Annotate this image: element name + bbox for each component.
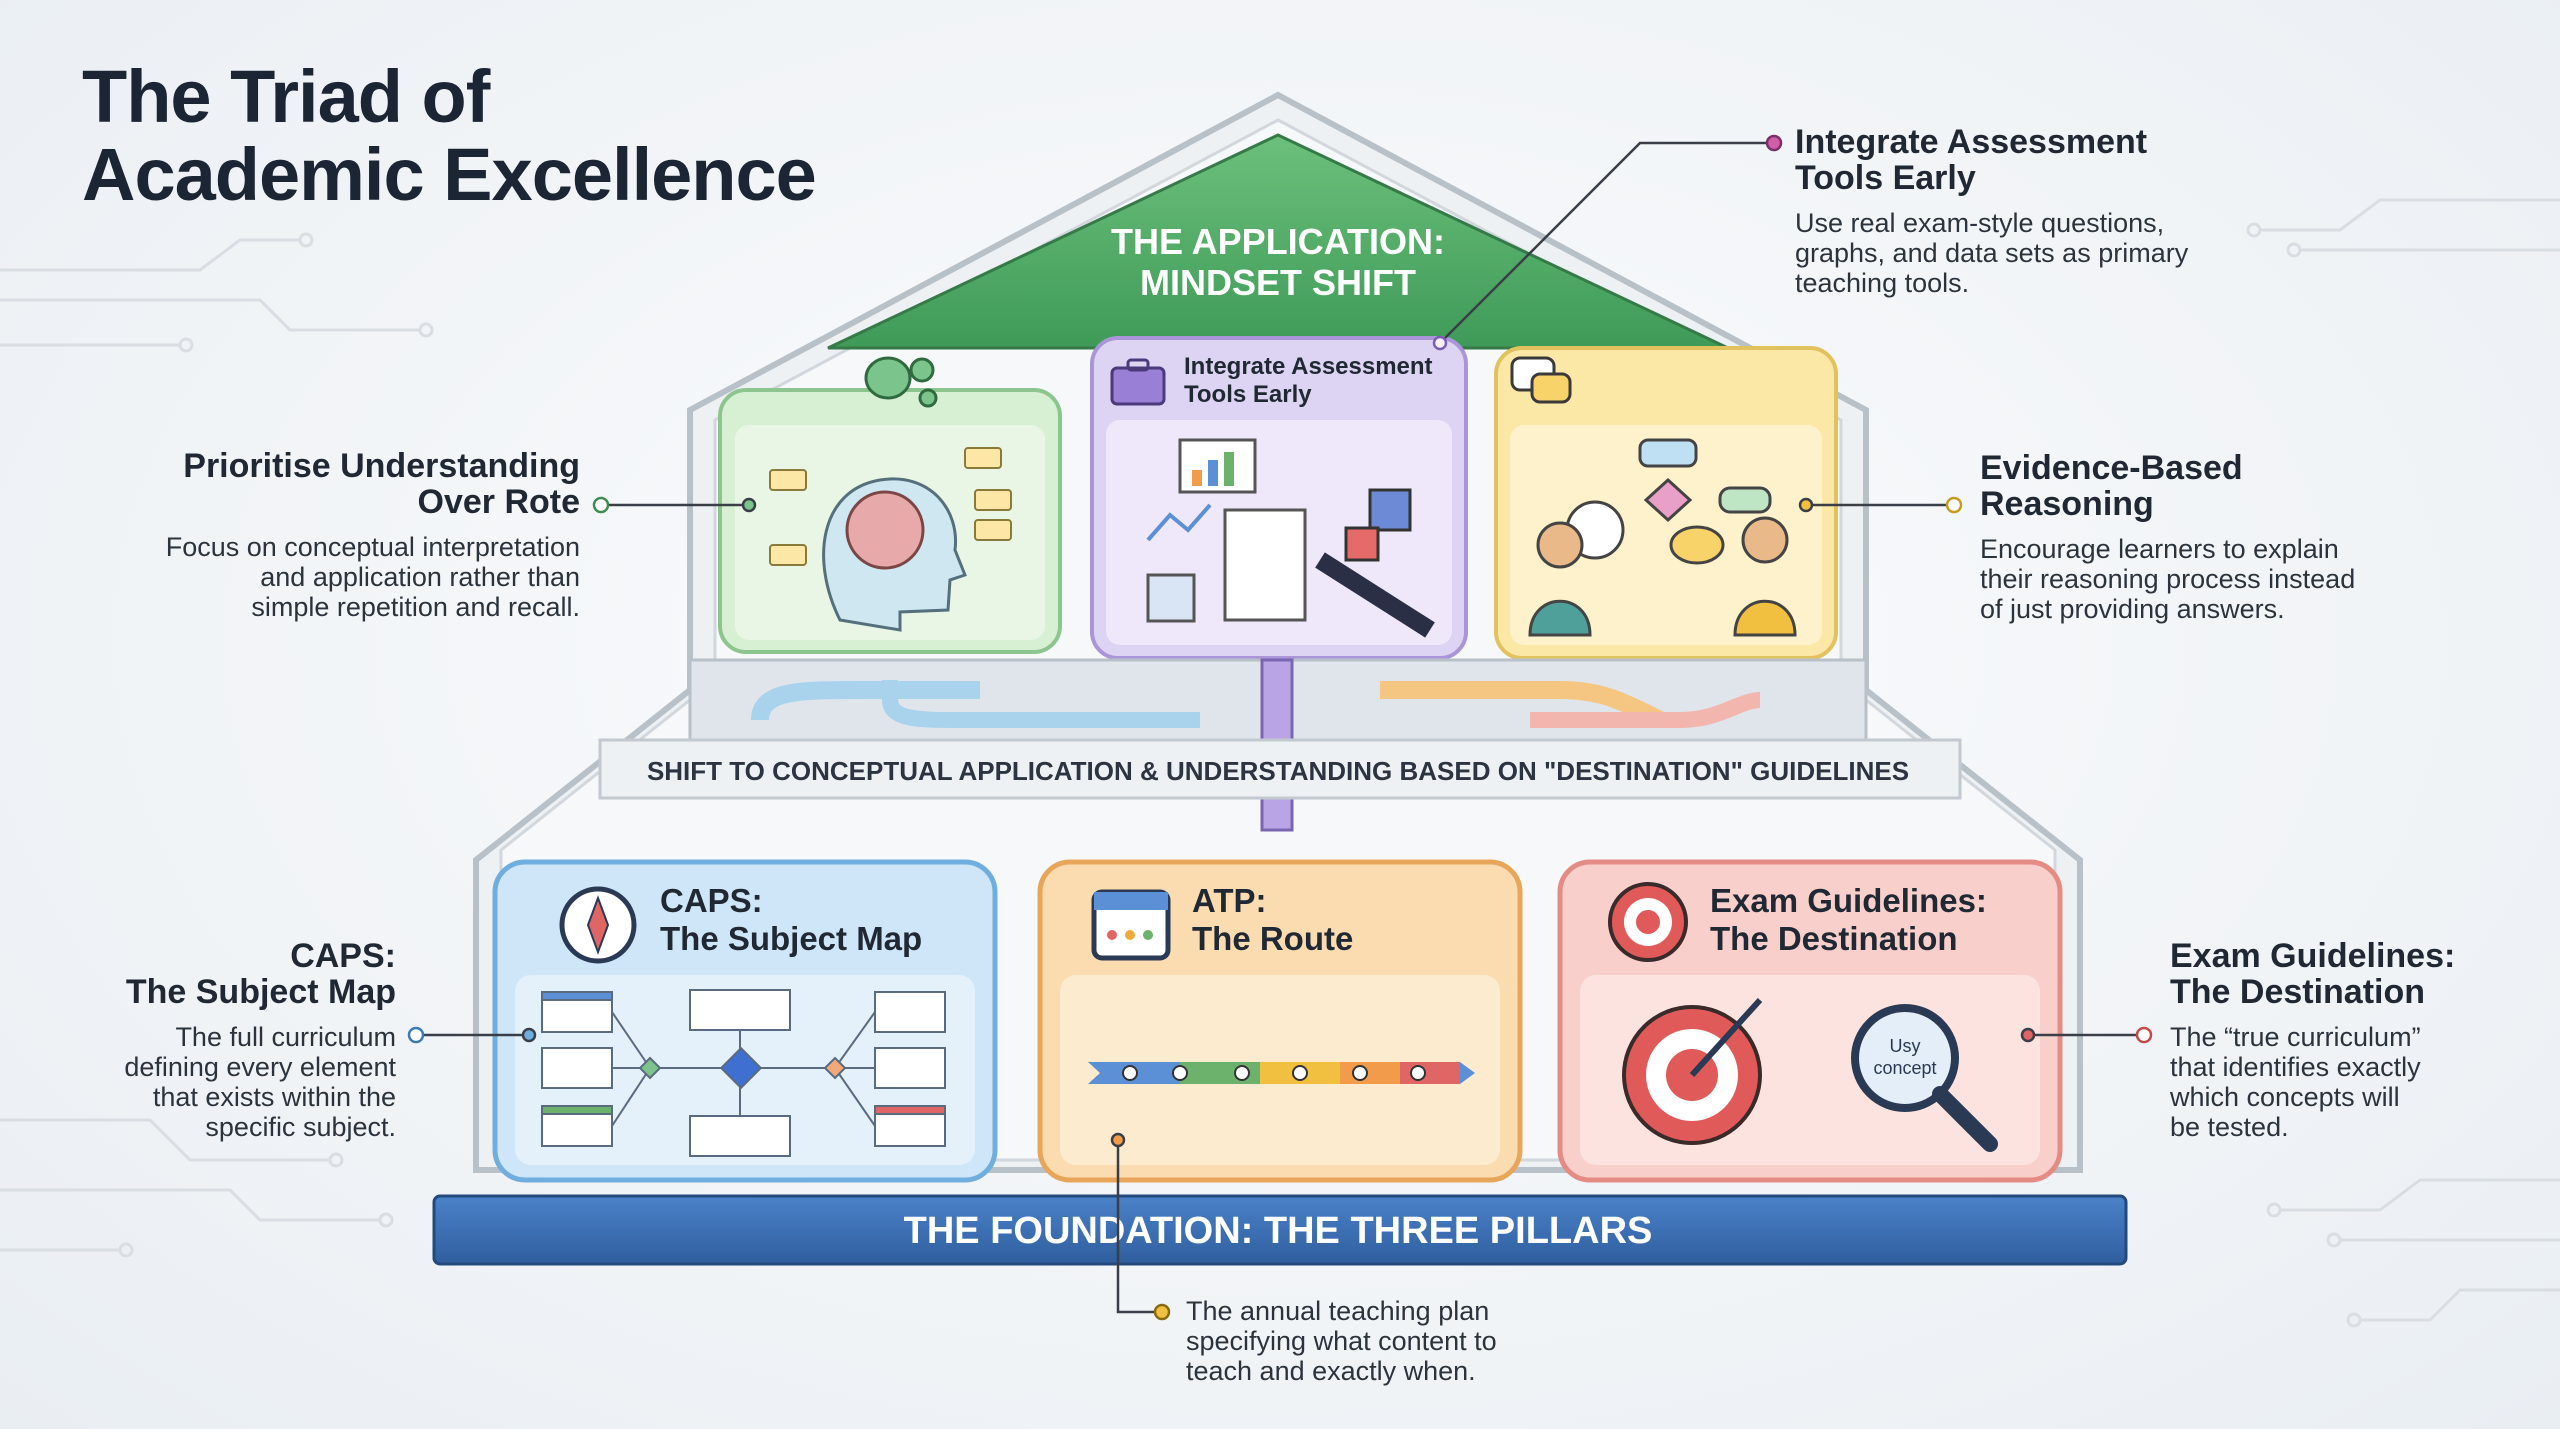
caps-anno-body-3: that exists within the — [152, 1082, 396, 1112]
leader-lines — [407, 134, 2153, 1321]
roof-title-line-1: THE APPLICATION: — [1111, 221, 1445, 262]
exam-anno-body-3: which concepts will — [2170, 1082, 2400, 1112]
speech-bubble-icon — [1510, 356, 1572, 404]
exam-title-line-2: The Destination — [1710, 920, 1958, 957]
exam-anno-body-2: that identifies exactly — [2170, 1052, 2421, 1082]
caps-anno-heading-1: CAPS: — [290, 937, 396, 975]
atp-title-line-1: ATP: — [1192, 882, 1267, 919]
caps-anno-body-4: specific subject. — [205, 1112, 396, 1142]
exam-anno-body-4: be tested. — [2170, 1112, 2289, 1142]
roof-title-line-2: MINDSET SHIFT — [1140, 262, 1416, 303]
assessment-illustration — [1146, 438, 1435, 638]
evidence-body-1: Encourage learners to explain — [1980, 534, 2339, 564]
head-brain-illustration — [769, 447, 1012, 632]
exam-target-illustration — [1622, 997, 1763, 1145]
foundation-bar — [432, 1194, 2128, 1266]
evidence-body-3: of just providing answers. — [1980, 594, 2285, 624]
prioritise-body-3: simple repetition and recall. — [251, 592, 580, 622]
prioritise-heading-1: Prioritise Understanding — [183, 447, 580, 485]
integrate-body-1: Use real exam-style questions, — [1795, 208, 2165, 238]
caps-title-line-2: The Subject Map — [660, 920, 922, 957]
caps-anno-heading-2: The Subject Map — [125, 973, 396, 1011]
calendar-icon — [1091, 889, 1171, 961]
target-icon — [1608, 882, 1688, 962]
evidence-heading-1: Evidence-Based — [1980, 449, 2243, 487]
annotation-caps: CAPS:The Subject Map The full curriculum… — [40, 938, 396, 1142]
reasoning-illustration — [1528, 438, 1797, 637]
atp-anno-body-2: specifying what content to — [1186, 1326, 1497, 1356]
magnifier-label-1: Usy — [1890, 1036, 1921, 1056]
shift-band-text: SHIFT TO CONCEPTUAL APPLICATION & UNDERS… — [647, 756, 1909, 786]
caps-anno-body-1: The full curriculum — [175, 1022, 396, 1052]
atp-title-line-2: The Route — [1192, 920, 1353, 957]
evidence-heading-2: Reasoning — [1980, 485, 2154, 523]
caps-network-illustration — [541, 989, 946, 1157]
exam-anno-heading-1: Exam Guidelines: — [2170, 937, 2456, 975]
evidence-body-2: their reasoning process instead — [1980, 564, 2356, 594]
integrate-body-3: teaching tools. — [1795, 268, 1970, 298]
title-line-2: Academic Excellence — [82, 133, 817, 216]
title-line-1: The Triad of — [82, 55, 490, 138]
annotation-exam: Exam Guidelines:The Destination The “tru… — [2170, 938, 2550, 1142]
foundation-text: THE FOUNDATION: THE THREE PILLARS — [904, 1210, 1653, 1252]
prioritise-body-1: Focus on conceptual interpretation — [165, 532, 580, 562]
exam-anno-body-1: The “true curriculum” — [2170, 1022, 2421, 1052]
prioritise-heading-2: Over Rote — [417, 483, 581, 521]
prioritise-body-2: and application rather than — [260, 562, 580, 592]
integrate-heading-2: Tools Early — [1795, 159, 1976, 197]
compass-icon — [559, 886, 637, 964]
magnifier-icon: Usy concept — [1851, 1004, 1998, 1152]
caps-title-line-1: CAPS: — [660, 882, 763, 919]
brain-gear-icon — [864, 356, 938, 408]
page-title: The Triad of Academic Excellence — [82, 58, 902, 214]
integrate-card-title-line-1: Integrate Assessment — [1184, 353, 1433, 380]
integrate-heading-1: Integrate Assessment — [1795, 123, 2148, 161]
exam-anno-heading-2: The Destination — [2170, 973, 2426, 1011]
atp-anno-body-3: teach and exactly when. — [1186, 1356, 1476, 1386]
caps-anno-body-2: defining every element — [124, 1052, 396, 1082]
briefcase-icon — [1110, 358, 1166, 406]
atp-timeline-illustration — [1088, 1062, 1475, 1084]
integrate-body-2: graphs, and data sets as primary — [1795, 238, 2189, 268]
magnifier-label-2: concept — [1873, 1058, 1936, 1078]
shift-band — [598, 738, 1962, 800]
integrate-card-title-line-2: Tools Early — [1184, 381, 1312, 408]
atp-anno-body-1: The annual teaching plan — [1186, 1296, 1490, 1326]
exam-title-line-1: Exam Guidelines: — [1710, 882, 1987, 919]
